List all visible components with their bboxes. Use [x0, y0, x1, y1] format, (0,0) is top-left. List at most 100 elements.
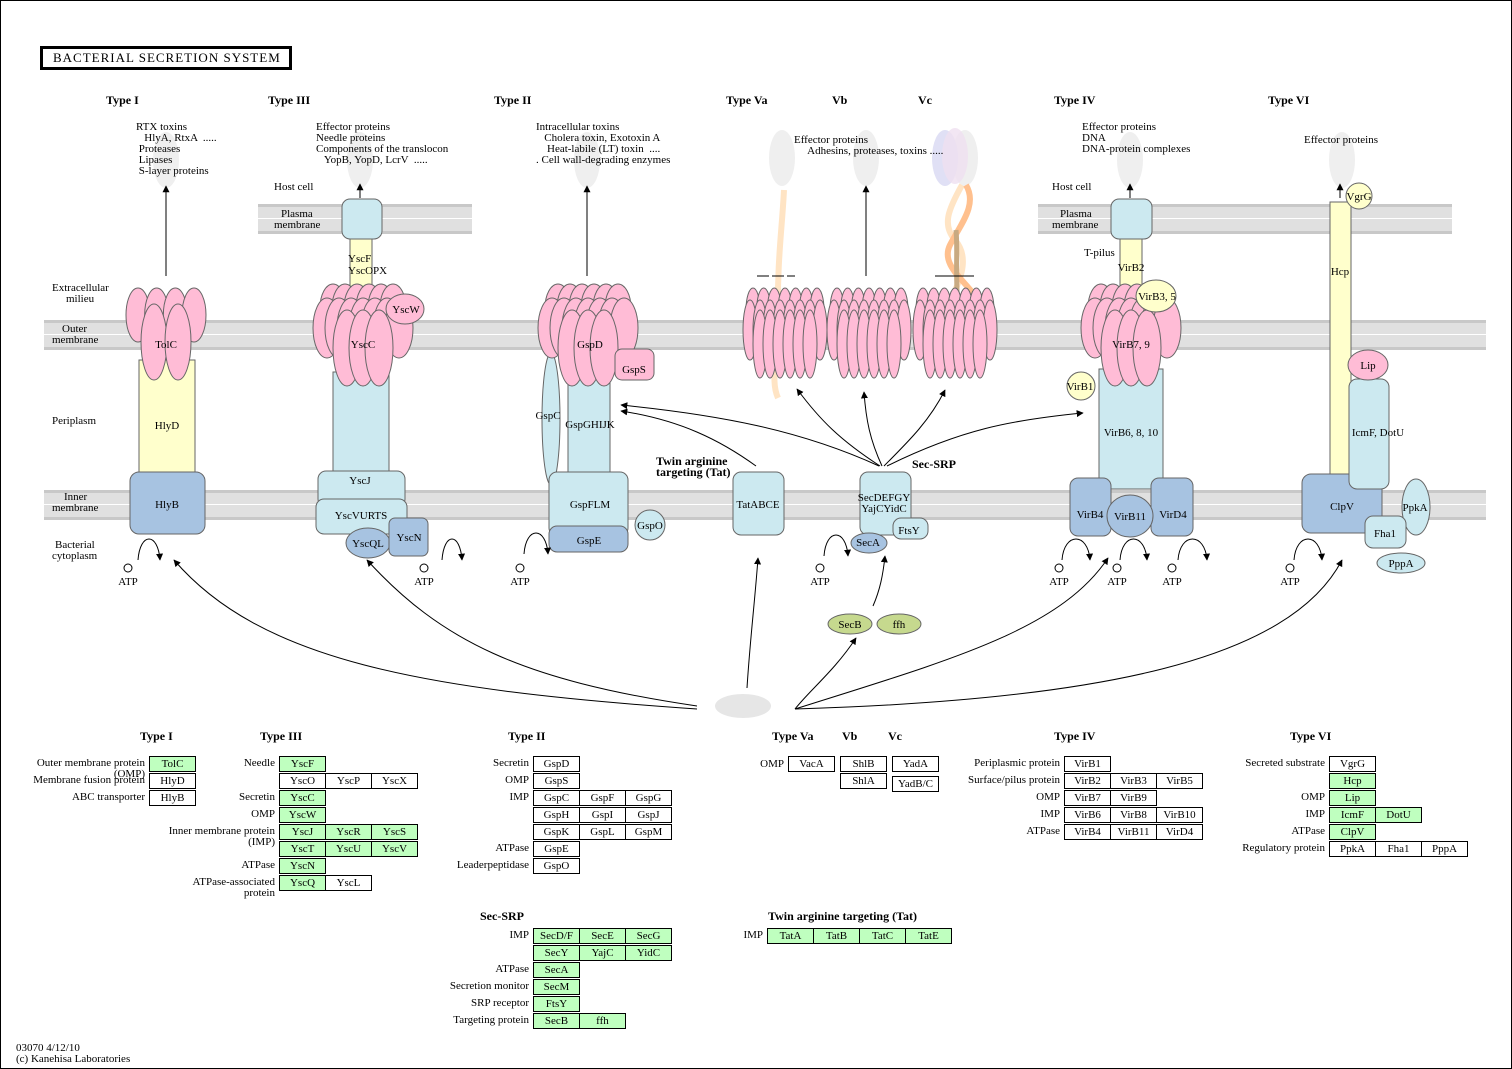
gene-cell-hcp[interactable]: Hcp — [1329, 773, 1376, 789]
fha1-protein[interactable] — [1364, 515, 1407, 549]
gene-cell-yidc[interactable]: YidC — [625, 945, 672, 961]
gene-cell-yscx[interactable]: YscX — [371, 773, 418, 789]
type5c-barrel[interactable] — [912, 287, 998, 379]
gene-cell-pppa[interactable]: PppA — [1421, 841, 1468, 857]
gene-cell-yscf[interactable]: YscF — [279, 756, 326, 772]
gene-cell-vaca[interactable]: VacA — [788, 756, 835, 772]
gene-cell-gspl[interactable]: GspL — [579, 824, 626, 840]
gene-cell-sece[interactable]: SecE — [579, 928, 626, 944]
ftsy-protein[interactable] — [892, 517, 929, 540]
gene-cell-hlyb[interactable]: HlyB — [149, 790, 196, 806]
gene-cell-virb6[interactable]: VirB6 — [1064, 807, 1111, 823]
lip-protein[interactable] — [1347, 349, 1389, 381]
gene-cell-gspc[interactable]: GspC — [533, 790, 580, 806]
virb1-protein[interactable] — [1066, 371, 1096, 401]
ppka-protein[interactable] — [1401, 478, 1431, 536]
gene-cell-tolc[interactable]: TolC — [149, 756, 196, 772]
type5b-barrel[interactable] — [826, 287, 912, 379]
hlyd-protein[interactable] — [138, 359, 196, 476]
gene-cell-seca[interactable]: SecA — [533, 962, 580, 978]
gene-cell-ppka[interactable]: PpkA — [1329, 841, 1376, 857]
gene-cell-virb7[interactable]: VirB7 — [1064, 790, 1111, 806]
virb35-protein[interactable] — [1135, 279, 1177, 313]
gene-cell-ffh[interactable]: ffh — [579, 1013, 626, 1029]
gene-cell-gsph[interactable]: GspH — [533, 807, 580, 823]
gene-cell-virb9[interactable]: VirB9 — [1110, 790, 1157, 806]
gene-cell-gspm[interactable]: GspM — [625, 824, 672, 840]
gene-cell-yscn[interactable]: YscN — [279, 858, 326, 874]
virb11-protein[interactable] — [1106, 494, 1154, 538]
gene-cell-secdf[interactable]: SecD/F — [533, 928, 580, 944]
gene-cell-virb4[interactable]: VirB4 — [1064, 824, 1111, 840]
gene-cell-yada[interactable]: YadA — [892, 756, 939, 772]
yscn-protein[interactable] — [388, 517, 429, 557]
gene-cell-clpv[interactable]: ClpV — [1329, 824, 1376, 840]
gene-cell-yscq[interactable]: YscQ — [279, 875, 326, 891]
gene-cell-tatc[interactable]: TatC — [859, 928, 906, 944]
gene-cell-gspi[interactable]: GspI — [579, 807, 626, 823]
gene-cell-ftsy[interactable]: FtsY — [533, 996, 580, 1012]
gene-cell-gspk[interactable]: GspK — [533, 824, 580, 840]
gene-cell-virb5[interactable]: VirB5 — [1156, 773, 1203, 789]
gene-cell-fha1[interactable]: Fha1 — [1375, 841, 1422, 857]
type3-translocon[interactable] — [341, 198, 383, 240]
gene-cell-ysco[interactable]: YscO — [279, 773, 326, 789]
gspe-protein[interactable] — [548, 525, 629, 553]
gene-cell-yadbc[interactable]: YadB/C — [892, 776, 939, 792]
tatabce-protein[interactable] — [732, 471, 785, 536]
gene-cell-gspo[interactable]: GspO — [533, 858, 580, 874]
gene-cell-yscw[interactable]: YscW — [279, 807, 326, 823]
gene-cell-yscp[interactable]: YscP — [325, 773, 372, 789]
gene-cell-vird4[interactable]: VirD4 — [1156, 824, 1203, 840]
gene-cell-yajc[interactable]: YajC — [579, 945, 626, 961]
vird4-protein[interactable] — [1150, 477, 1194, 537]
gene-cell-virb10[interactable]: VirB10 — [1156, 807, 1203, 823]
gene-cell-yscj[interactable]: YscJ — [279, 824, 326, 840]
yscw-protein[interactable] — [385, 293, 425, 325]
gene-cell-gspd[interactable]: GspD — [533, 756, 580, 772]
gene-cell-hlyd[interactable]: HlyD — [149, 773, 196, 789]
gene-cell-virb3[interactable]: VirB3 — [1110, 773, 1157, 789]
ffh-protein[interactable] — [876, 613, 922, 635]
gene-cell-gspj[interactable]: GspJ — [625, 807, 672, 823]
gene-cell-secb[interactable]: SecB — [533, 1013, 580, 1029]
gene-cell-gspf[interactable]: GspF — [579, 790, 626, 806]
gene-cell-gsps[interactable]: GspS — [533, 773, 580, 789]
seca-protein[interactable] — [850, 532, 888, 554]
type5a-barrel[interactable] — [742, 287, 828, 379]
gene-cell-vgrg[interactable]: VgrG — [1329, 756, 1376, 772]
hlyb-protein[interactable] — [129, 471, 206, 535]
gene-cell-tata[interactable]: TatA — [767, 928, 814, 944]
gspo-protein[interactable] — [634, 509, 666, 541]
secb-protein[interactable] — [827, 613, 873, 635]
gene-cell-virb8[interactable]: VirB8 — [1110, 807, 1157, 823]
gene-cell-tatb[interactable]: TatB — [813, 928, 860, 944]
gspd-protein[interactable] — [537, 283, 639, 387]
pppa-protein[interactable] — [1376, 552, 1426, 574]
gene-cell-yscl[interactable]: YscL — [325, 875, 372, 891]
gene-cell-shlb[interactable]: ShlB — [840, 756, 887, 772]
gene-cell-virb1[interactable]: VirB1 — [1064, 756, 1111, 772]
type3-periplasm-rod[interactable] — [332, 371, 390, 478]
gene-cell-yscu[interactable]: YscU — [325, 841, 372, 857]
gene-cell-gspg[interactable]: GspG — [625, 790, 672, 806]
gene-cell-secm[interactable]: SecM — [533, 979, 580, 995]
virb4-protein[interactable] — [1069, 477, 1112, 537]
gene-cell-virb2[interactable]: VirB2 — [1064, 773, 1111, 789]
gene-cell-yscs[interactable]: YscS — [371, 824, 418, 840]
gene-cell-yscc[interactable]: YscC — [279, 790, 326, 806]
gene-cell-secy[interactable]: SecY — [533, 945, 580, 961]
gene-cell-ysct[interactable]: YscT — [279, 841, 326, 857]
gene-cell-yscr[interactable]: YscR — [325, 824, 372, 840]
hcp-tube[interactable] — [1329, 201, 1352, 483]
type4-host-pore[interactable] — [1110, 198, 1153, 240]
gene-cell-dotu[interactable]: DotU — [1375, 807, 1422, 823]
gene-cell-icmf[interactable]: IcmF — [1329, 807, 1376, 823]
vgrg-protein[interactable] — [1345, 182, 1373, 210]
gene-cell-gspe[interactable]: GspE — [533, 841, 580, 857]
gene-cell-shla[interactable]: ShlA — [840, 773, 887, 789]
gene-cell-virb11[interactable]: VirB11 — [1110, 824, 1157, 840]
gene-cell-tate[interactable]: TatE — [905, 928, 952, 944]
tolc-protein[interactable] — [125, 287, 207, 381]
gsps-protein[interactable] — [614, 348, 655, 381]
